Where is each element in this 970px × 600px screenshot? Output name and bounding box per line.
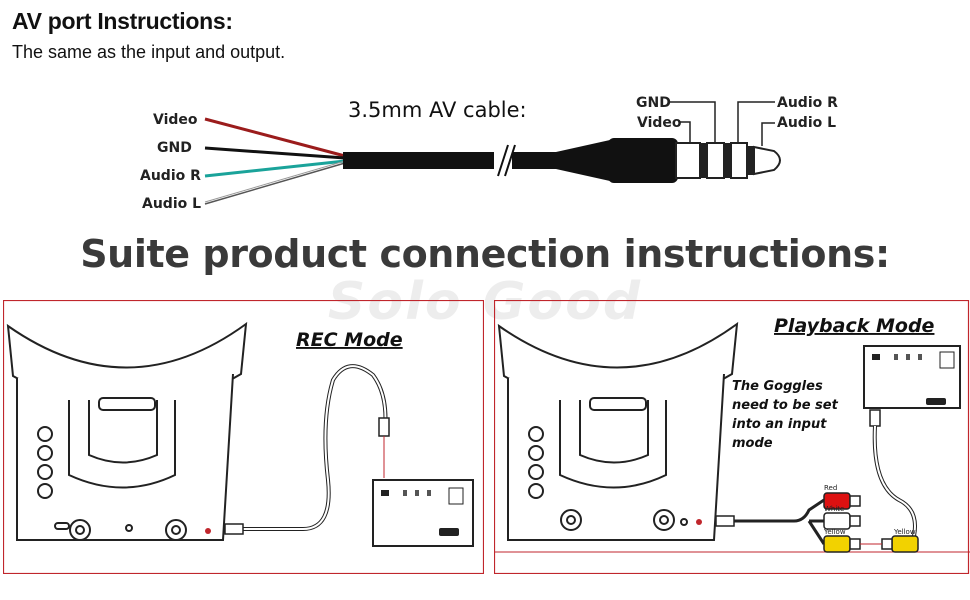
suite-title: Suite product connection instructions: [80, 232, 890, 276]
rec-mode-title: REC Mode [296, 329, 403, 351]
wire-audio-r [204, 159, 346, 178]
plug-sleeve [675, 142, 701, 179]
wire-label-video: Video [153, 112, 198, 128]
wire-label-audio-l: Audio L [142, 196, 201, 212]
rca-label-yellow-1: Yellow [823, 528, 846, 536]
plug-label-video: Video [637, 115, 682, 131]
rec-av-cable [241, 364, 388, 531]
cable-title: 3.5mm AV cable: [348, 98, 527, 122]
goggles-illustration [6, 321, 248, 541]
rca-label-white: White [824, 505, 844, 513]
wire-label-audio-r: Audio R [140, 168, 201, 184]
wire-audio-l [204, 162, 346, 205]
rca-label-red: Red [824, 484, 837, 492]
rec-mode-panel: REC Mode [3, 300, 484, 574]
rca-label-yellow-2: Yellow [893, 528, 916, 536]
av-cable-diagram: 3.5mm AV cable: Video GND Audio R Audio … [140, 95, 838, 212]
rca-connectors [823, 492, 919, 553]
cable-body [343, 152, 558, 169]
playback-mode-panel: The Goggles need to be set into an input… [494, 300, 970, 574]
playback-mode-title: Playback Mode [774, 315, 935, 337]
plug-label-audio-r: Audio R [777, 95, 838, 111]
page-subtitle: The same as the input and output. [12, 42, 286, 62]
watermark: Solo Good [327, 272, 643, 332]
goggles-buttons [37, 426, 187, 541]
wire-label-gnd: GND [157, 140, 192, 156]
wire-gnd [204, 146, 346, 160]
page-title: AV port Instructions: [12, 8, 233, 34]
wire-video [204, 117, 346, 158]
plug-label-audio-l: Audio L [777, 115, 836, 131]
plug-label-gnd: GND [636, 95, 671, 111]
playback-note: The Goggles need to be set into an input… [732, 379, 842, 451]
